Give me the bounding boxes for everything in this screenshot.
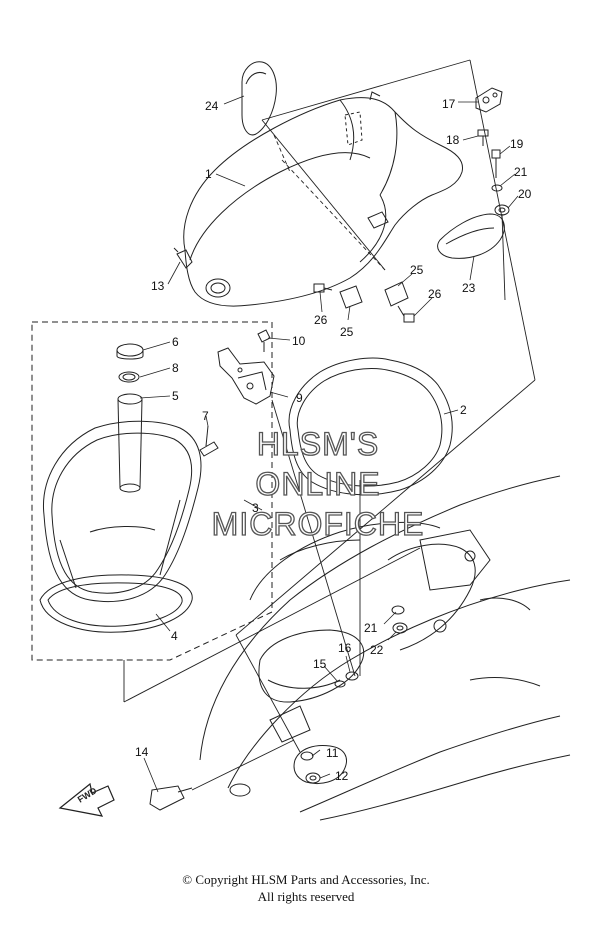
part-26-screw-right	[397, 305, 415, 323]
part-16-nut	[345, 671, 359, 681]
part-20-nut	[494, 204, 510, 216]
part-8-o-ring	[118, 371, 140, 383]
assembly-lines	[123, 59, 536, 791]
callout-6: 6	[172, 335, 179, 349]
callout-7: 7	[202, 409, 209, 423]
part-2-seal	[288, 357, 453, 496]
callout-18: 18	[446, 133, 460, 147]
callout-10: 10	[292, 334, 306, 348]
callout-labels: 1 2 3 4 5 6 7 8 9 10 11 12 13 14 15 16 1…	[135, 97, 532, 783]
part-7-fitting	[199, 425, 219, 457]
callout-2: 2	[460, 403, 467, 417]
callout-12: 12	[335, 769, 349, 783]
footer-rights: All rights reserved	[257, 889, 355, 904]
part-24-cushion	[241, 61, 277, 136]
watermark-line-3: MICROFICHE	[211, 505, 425, 542]
callout-23: 23	[462, 281, 476, 295]
part-10-bolt	[257, 329, 271, 352]
part-13-clip	[173, 247, 193, 269]
part-9-latch	[217, 347, 275, 405]
leader-lines	[139, 95, 519, 793]
part-22-nut	[392, 622, 408, 634]
part-4-gasket	[39, 574, 193, 633]
callout-24: 24	[205, 99, 219, 113]
callout-26-left: 26	[314, 313, 328, 327]
callout-19: 19	[510, 137, 524, 151]
part-12-nut	[305, 772, 321, 784]
part-25-plate-left	[339, 285, 363, 309]
callout-11: 11	[326, 746, 339, 760]
callout-21-top: 21	[514, 165, 528, 179]
part-25-plate-right	[384, 281, 409, 307]
callout-5: 5	[172, 389, 179, 403]
footer-copyright: © Copyright HLSM Parts and Accessories, …	[182, 872, 430, 887]
callout-3: 3	[252, 501, 259, 515]
callout-15: 15	[313, 657, 327, 671]
part-23-side-pad	[437, 213, 505, 259]
callout-25-left: 25	[340, 325, 354, 339]
callout-22: 22	[370, 643, 384, 657]
part-6-cap	[116, 343, 144, 360]
callout-8: 8	[172, 361, 179, 375]
callout-9: 9	[296, 391, 303, 405]
callout-20: 20	[518, 187, 532, 201]
callout-14: 14	[135, 745, 149, 759]
callout-1: 1	[205, 167, 212, 181]
callout-25-right: 25	[410, 263, 424, 277]
watermark-line-1: HLSM'S	[256, 425, 380, 462]
callout-16: 16	[338, 641, 352, 655]
part-15-washer	[334, 680, 346, 688]
storage-kit-dashed-box	[31, 321, 273, 661]
part-14-plug	[149, 785, 193, 811]
callout-17: 17	[442, 97, 456, 111]
part-21-washer-deck	[391, 605, 405, 615]
part-5-tube	[117, 393, 143, 493]
callout-26-right: 26	[428, 287, 442, 301]
part-26-screw-left	[313, 283, 333, 293]
part-18-screw	[477, 129, 489, 146]
part-1-hood-cover	[183, 91, 464, 307]
watermark-line-2: ONLINE	[255, 465, 381, 502]
callout-4: 4	[171, 629, 178, 643]
callout-21-deck: 21	[364, 621, 378, 635]
part-11-washer	[300, 751, 314, 761]
part-3-storage-tub	[42, 420, 202, 603]
callout-13: 13	[151, 279, 165, 293]
part-17-bracket	[475, 87, 503, 113]
hull-deck	[199, 475, 571, 821]
fwd-arrow: FWD	[58, 782, 115, 817]
